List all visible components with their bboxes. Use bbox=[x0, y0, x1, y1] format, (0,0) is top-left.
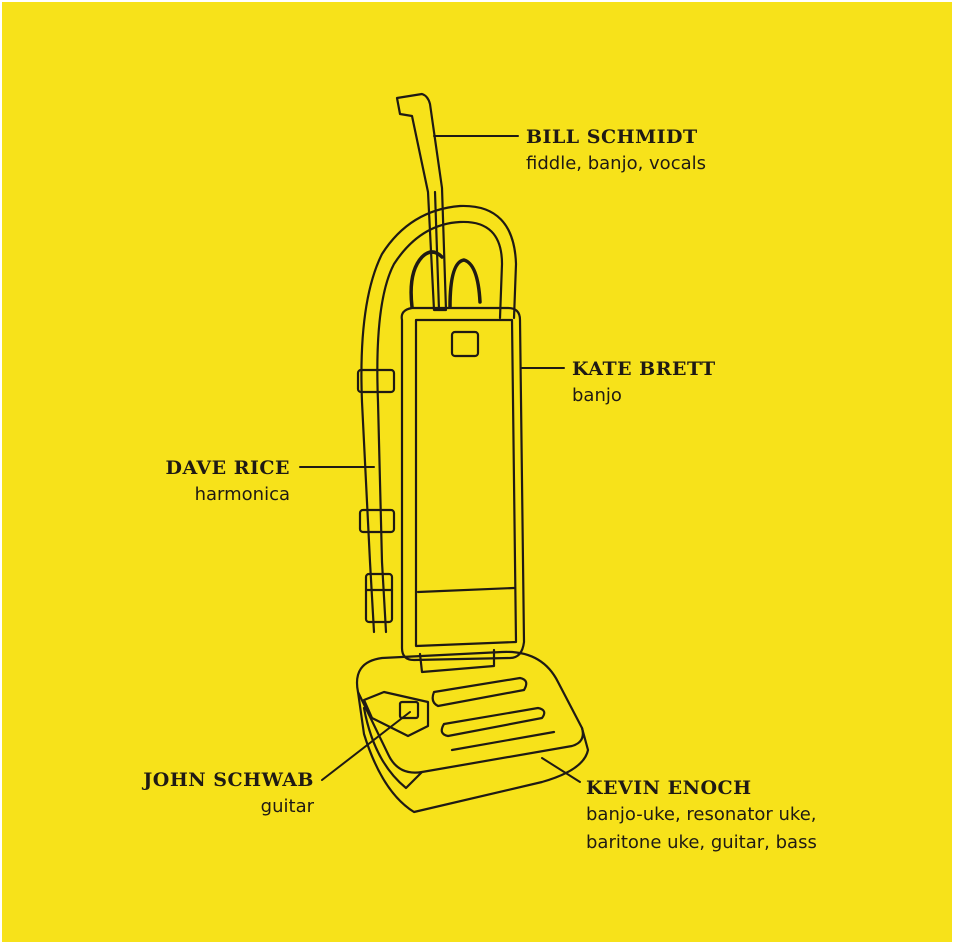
bag-bottom-band bbox=[416, 586, 516, 594]
base-slot bbox=[440, 706, 546, 738]
handle bbox=[395, 92, 448, 312]
credit-role-kate: banjo bbox=[572, 385, 622, 406]
credit-role-kevin-line1: banjo-uke, resonator uke, bbox=[586, 804, 817, 825]
base-skirt bbox=[362, 706, 424, 790]
credit-name-bill: BILL SCHMIDT bbox=[526, 126, 698, 148]
neck bbox=[418, 648, 496, 674]
bag-body bbox=[400, 306, 526, 662]
credit-role-dave: harmonica bbox=[194, 484, 290, 505]
hose-clip-bottom bbox=[358, 508, 396, 534]
credit-role-kevin-line2: baritone uke, guitar, bass bbox=[586, 832, 817, 853]
credit-role-bill: fiddle, banjo, vocals bbox=[526, 153, 706, 174]
bag-front bbox=[414, 318, 518, 648]
hose-end bbox=[364, 572, 394, 624]
credit-name-kevin: KEVIN ENOCH bbox=[586, 777, 752, 799]
leader-kevin bbox=[541, 757, 581, 783]
credit-name-dave: DAVE RICE bbox=[165, 457, 290, 479]
base-vent bbox=[431, 676, 528, 708]
leader-john bbox=[321, 711, 411, 781]
credit-name-john: JOHN SCHWAB bbox=[143, 769, 314, 791]
base-top bbox=[355, 650, 584, 774]
bag-latch bbox=[450, 330, 480, 358]
base-bottom bbox=[356, 690, 590, 814]
hose-clip-top bbox=[356, 368, 396, 394]
hose bbox=[360, 204, 518, 634]
credit-role-john: guitar bbox=[260, 796, 314, 817]
pedal bbox=[362, 690, 430, 738]
credit-name-kate: KATE BRETT bbox=[572, 358, 716, 380]
hose-coil-2 bbox=[448, 258, 482, 309]
pedal-button bbox=[398, 700, 420, 720]
hose-coil bbox=[409, 250, 444, 309]
base-groove bbox=[450, 730, 556, 752]
hose-inner bbox=[376, 220, 504, 634]
